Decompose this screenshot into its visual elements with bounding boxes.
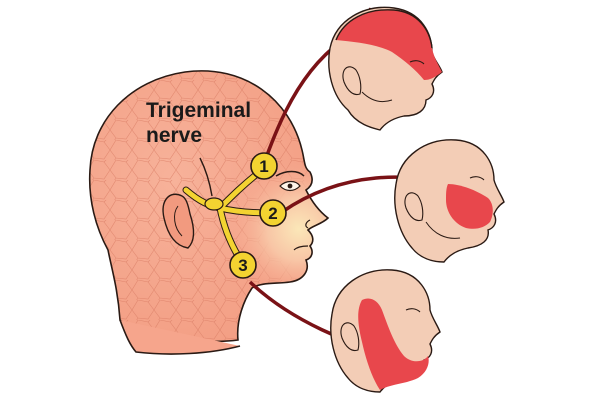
dermatome-head-2 bbox=[394, 139, 505, 263]
dermatome-head-1 bbox=[328, 6, 443, 131]
nerve-label-line1: Trigeminal bbox=[146, 99, 252, 122]
ear bbox=[162, 193, 195, 249]
nerve-label-line2: nerve bbox=[146, 124, 203, 147]
branch-marker-2: 2 bbox=[259, 199, 287, 227]
nerve-label: Trigeminal nerve bbox=[146, 98, 251, 148]
branch-number-3: 3 bbox=[238, 256, 247, 275]
branch-number-2: 2 bbox=[268, 204, 277, 223]
branch-marker-3: 3 bbox=[229, 251, 257, 279]
branch-marker-1: 1 bbox=[250, 152, 278, 180]
dermatome-head-3 bbox=[330, 269, 441, 393]
branch-number-1: 1 bbox=[259, 157, 268, 176]
